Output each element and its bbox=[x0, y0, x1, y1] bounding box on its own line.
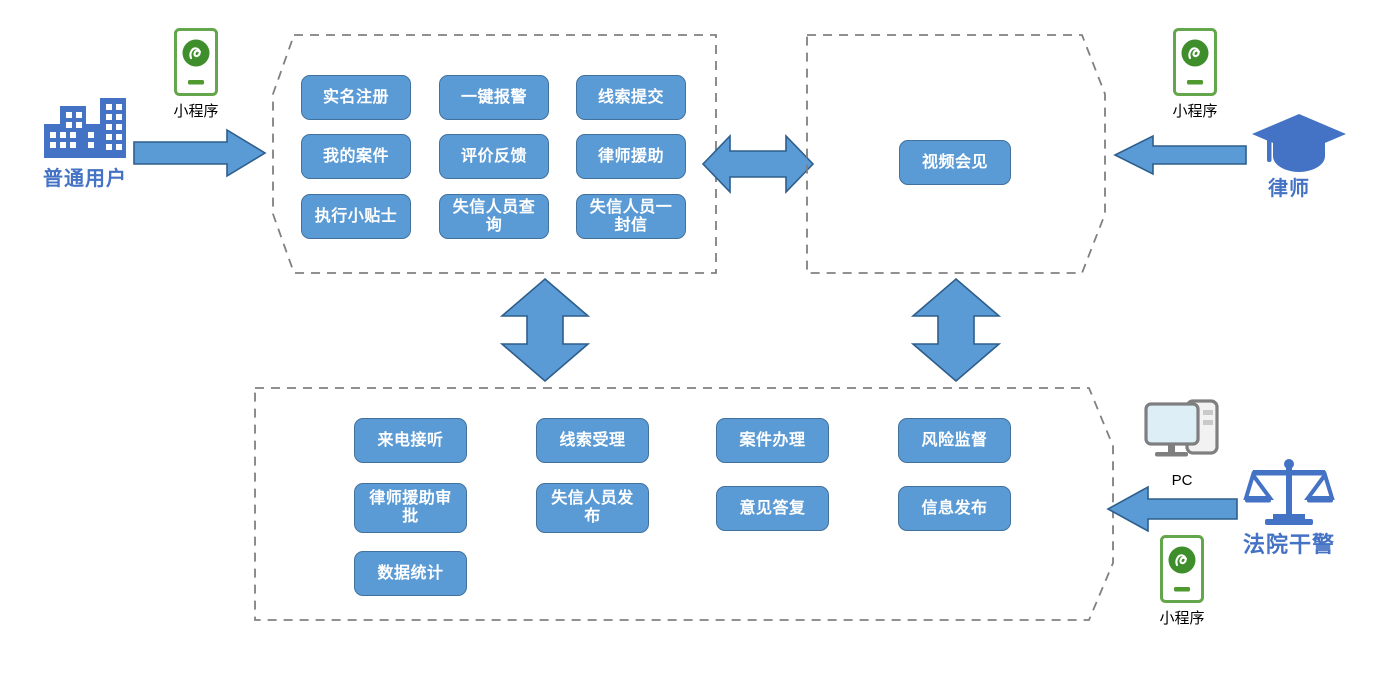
feature-box-court-3[interactable]: 案件办理 bbox=[716, 418, 829, 463]
channel-label-court-pc: PC bbox=[1171, 472, 1193, 489]
feature-box-user-4[interactable]: 我的案件 bbox=[301, 134, 411, 179]
actor-label-court-officer: 法院干警 bbox=[1243, 532, 1336, 557]
actor-label-lawyer: 律师 bbox=[1268, 178, 1310, 200]
feature-box-court-5[interactable]: 律师援助审批 bbox=[354, 483, 467, 533]
lawyer-panel-to-court-panel-arrow bbox=[910, 277, 1002, 383]
feature-box-user-9[interactable]: 失信人员一封信 bbox=[576, 194, 686, 239]
buildings-icon bbox=[44, 92, 130, 160]
feature-box-user-2[interactable]: 一键报警 bbox=[439, 75, 549, 120]
feature-box-user-7[interactable]: 执行小贴士 bbox=[301, 194, 411, 239]
court-feature-panel bbox=[254, 387, 1114, 621]
feature-box-user-3[interactable]: 线索提交 bbox=[576, 75, 686, 120]
miniprogram-phone-icon bbox=[174, 28, 218, 96]
user-feature-panel bbox=[272, 34, 717, 274]
pc-monitor-icon bbox=[1143, 396, 1221, 468]
user-panel-to-lawyer-panel-arrow bbox=[701, 133, 815, 195]
feature-box-court-2[interactable]: 线索受理 bbox=[536, 418, 649, 463]
graduation-cap-icon bbox=[1251, 112, 1347, 176]
feature-box-court-9[interactable]: 数据统计 bbox=[354, 551, 467, 596]
feature-box-court-4[interactable]: 风险监督 bbox=[898, 418, 1011, 463]
feature-box-court-7[interactable]: 意见答复 bbox=[716, 486, 829, 531]
miniprogram-phone-icon bbox=[1160, 535, 1204, 603]
feature-box-user-6[interactable]: 律师援助 bbox=[576, 134, 686, 179]
court-officer-to-court-panel-arrow bbox=[1106, 485, 1238, 533]
feature-box-user-8[interactable]: 失信人员查询 bbox=[439, 194, 549, 239]
miniprogram-phone-icon bbox=[1173, 28, 1217, 96]
feature-box-court-1[interactable]: 来电接听 bbox=[354, 418, 467, 463]
lawyer-to-lawyer-panel-arrow bbox=[1113, 134, 1247, 176]
feature-box-lawyer-1[interactable]: 视频会见 bbox=[899, 140, 1011, 185]
channel-label-lawyer-miniprogram: 小程序 bbox=[1172, 103, 1218, 120]
user-panel-to-court-panel-arrow bbox=[499, 277, 591, 383]
feature-box-court-8[interactable]: 信息发布 bbox=[898, 486, 1011, 531]
scales-of-justice-icon bbox=[1243, 456, 1335, 532]
channel-label-user-miniprogram: 小程序 bbox=[173, 103, 219, 120]
channel-label-court-miniprogram: 小程序 bbox=[1159, 610, 1205, 627]
lawyer-feature-panel bbox=[806, 34, 1106, 274]
actor-label-user: 普通用户 bbox=[43, 168, 127, 190]
user-to-user-panel-arrow bbox=[133, 128, 267, 178]
feature-box-court-6[interactable]: 失信人员发布 bbox=[536, 483, 649, 533]
feature-box-user-1[interactable]: 实名注册 bbox=[301, 75, 411, 120]
feature-box-user-5[interactable]: 评价反馈 bbox=[439, 134, 549, 179]
